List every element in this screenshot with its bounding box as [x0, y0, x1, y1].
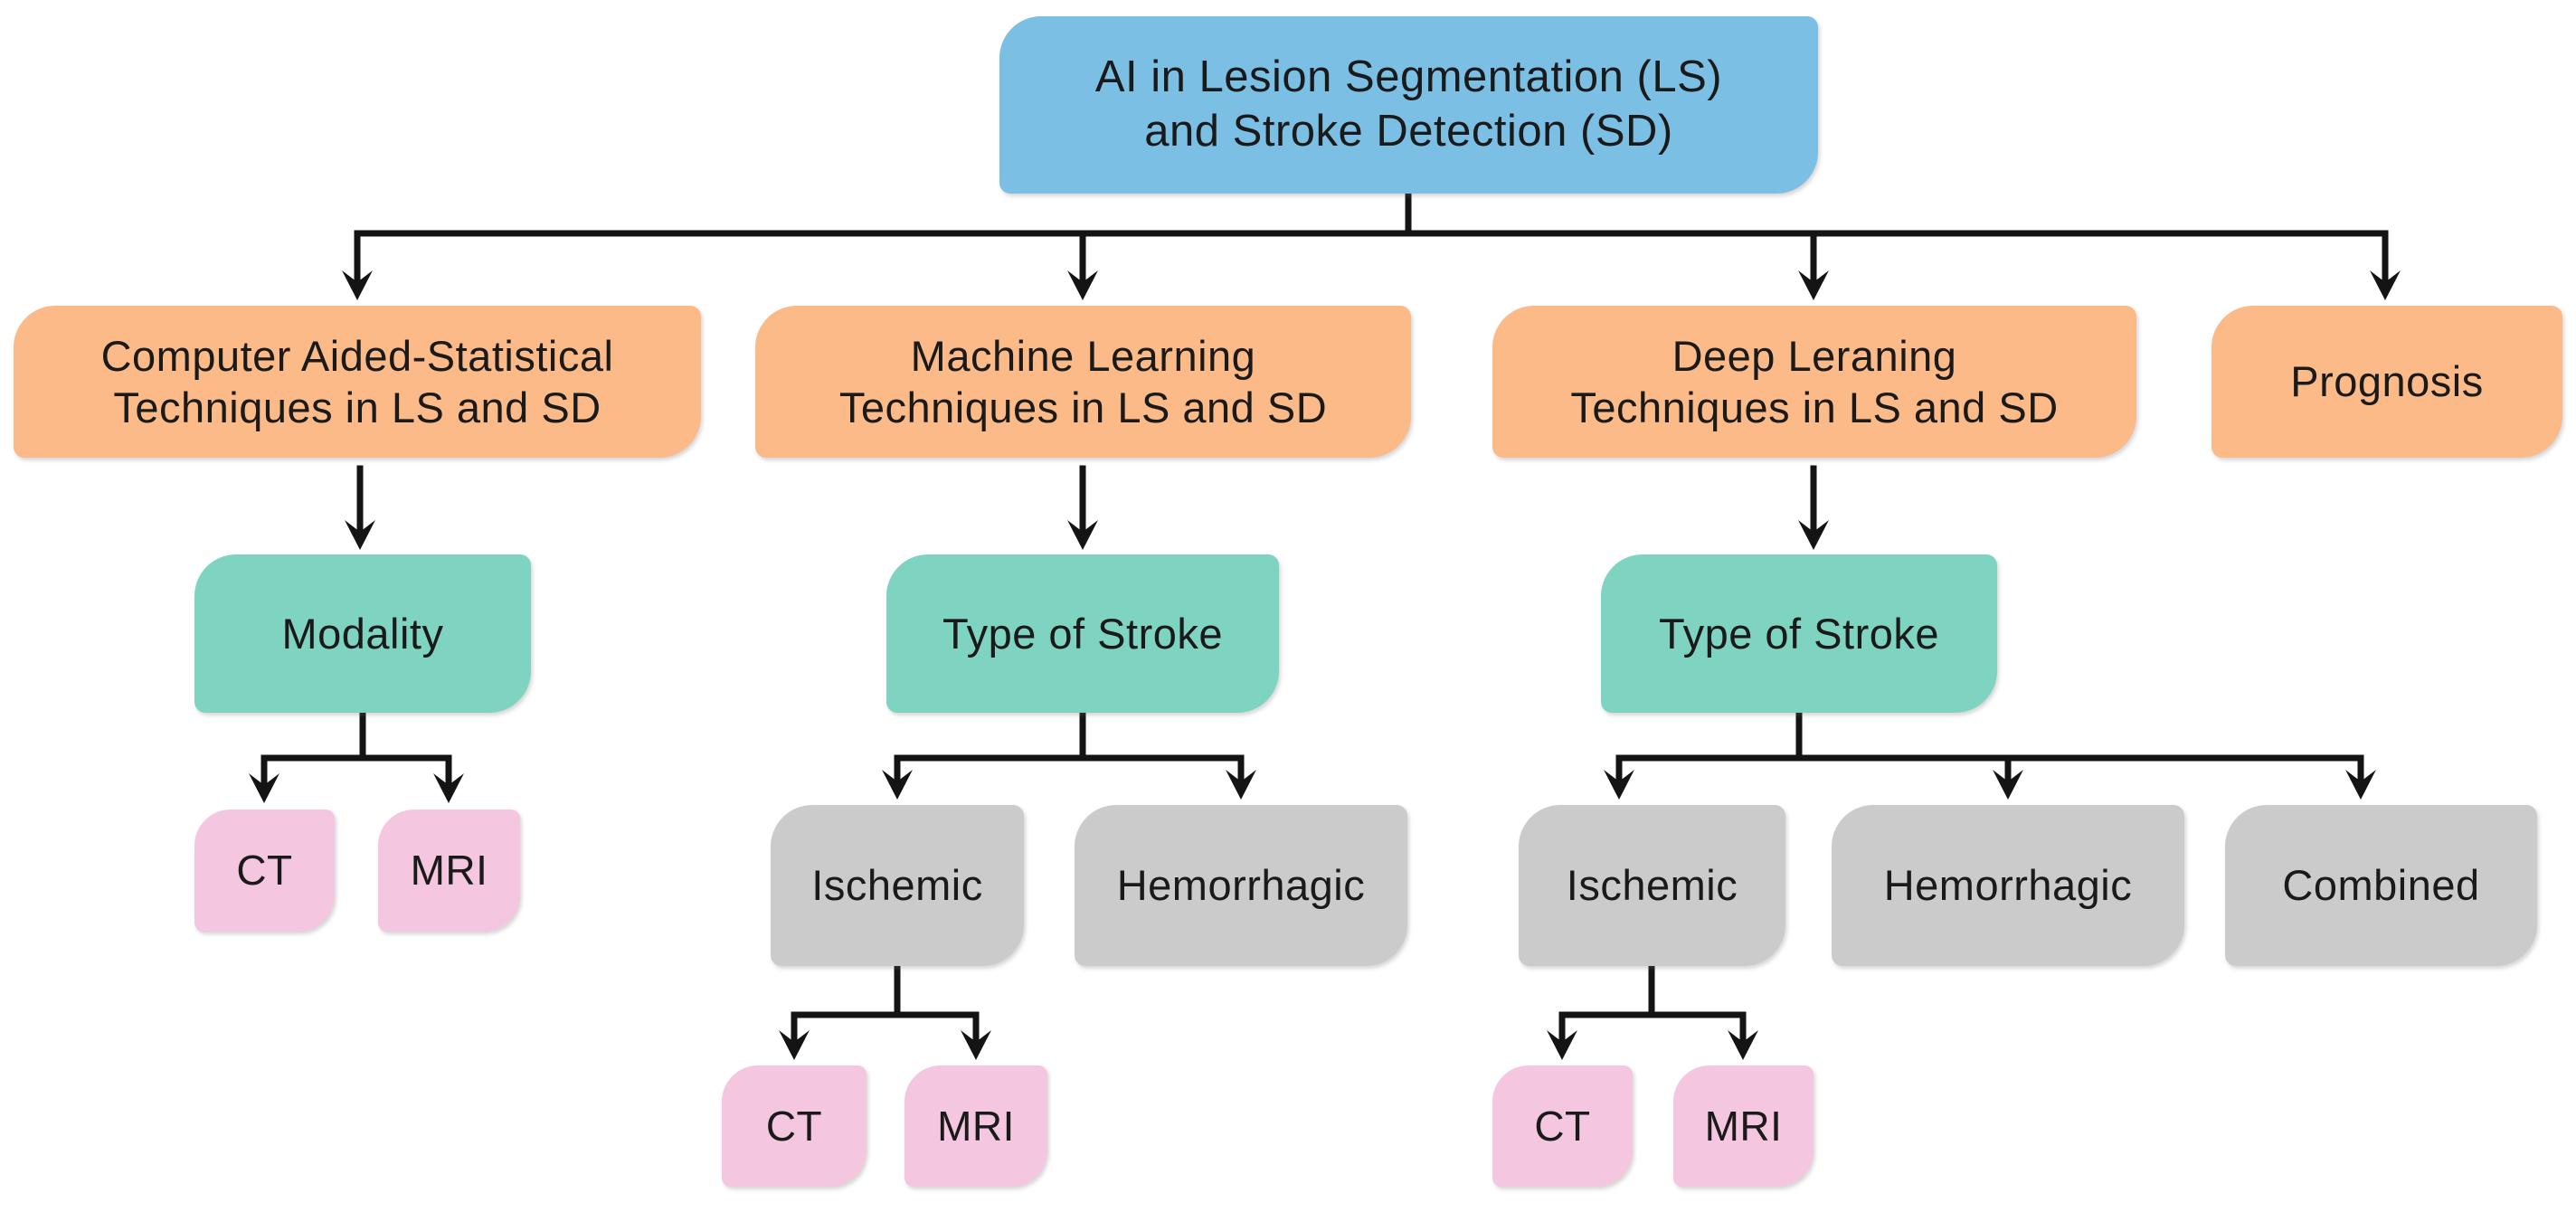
connector-ischemic-ml-to-ct-mri: [779, 962, 991, 1060]
arrowhead-icon: [1604, 770, 1634, 800]
node-deep-learning: Deep Leraning Techniques in LS and SD: [1492, 306, 2136, 458]
node-hemorrhagic-ml: Hemorrhagic: [1075, 805, 1407, 966]
arrowhead-icon: [1067, 520, 1098, 550]
arrowhead-icon: [342, 270, 373, 300]
arrowhead-icon: [779, 1030, 810, 1060]
arrowhead-icon: [1226, 770, 1256, 800]
node-prognosis: Prognosis: [2211, 306, 2562, 458]
arrowhead-icon: [433, 773, 464, 803]
arrowhead-icon: [345, 520, 375, 550]
node-mri-cas: MRI: [378, 810, 520, 932]
arrowhead-icon: [2345, 770, 2376, 800]
arrowhead-icon: [249, 773, 279, 803]
node-type-of-stroke-dl: Type of Stroke: [1601, 554, 1997, 713]
arrowhead-icon: [882, 770, 913, 800]
arrowhead-icon: [1798, 270, 1829, 300]
arrowhead-icon: [1547, 1030, 1577, 1060]
connector-branch-to-child: [345, 465, 1829, 550]
arrowhead-icon: [1728, 1030, 1758, 1060]
connector-ischemic-dl-to-ct-mri: [1547, 962, 1758, 1060]
connector-tos-dl-to-types: [1604, 709, 2376, 800]
node-ct-ml: CT: [722, 1065, 867, 1187]
arrowhead-icon: [1067, 270, 1098, 300]
arrowhead-icon: [1798, 520, 1829, 550]
node-mri-ml: MRI: [904, 1065, 1047, 1187]
node-hemorrhagic-dl: Hemorrhagic: [1832, 805, 2184, 966]
arrowhead-icon: [961, 1030, 991, 1060]
connector-modality-to-ct-mri: [249, 709, 464, 803]
node-combined-dl: Combined: [2225, 805, 2537, 966]
arrowhead-icon: [1993, 770, 2023, 800]
node-ct-dl: CT: [1492, 1065, 1633, 1187]
connector-root-to-branches: [342, 190, 2401, 300]
node-root: AI in Lesion Segmentation (LS) and Strok…: [999, 16, 1818, 194]
node-computer-aided-statistical: Computer Aided-Statistical Techniques in…: [14, 306, 701, 458]
node-modality: Modality: [194, 554, 531, 713]
connector-tos-ml-to-types: [882, 709, 1256, 800]
arrowhead-icon: [2370, 270, 2401, 300]
node-machine-learning: Machine Learning Techniques in LS and SD: [755, 306, 1411, 458]
node-type-of-stroke-ml: Type of Stroke: [886, 554, 1279, 713]
node-ct-cas: CT: [194, 810, 335, 932]
node-ischemic-dl: Ischemic: [1519, 805, 1785, 966]
node-ischemic-ml: Ischemic: [771, 805, 1024, 966]
node-mri-dl: MRI: [1673, 1065, 1814, 1187]
